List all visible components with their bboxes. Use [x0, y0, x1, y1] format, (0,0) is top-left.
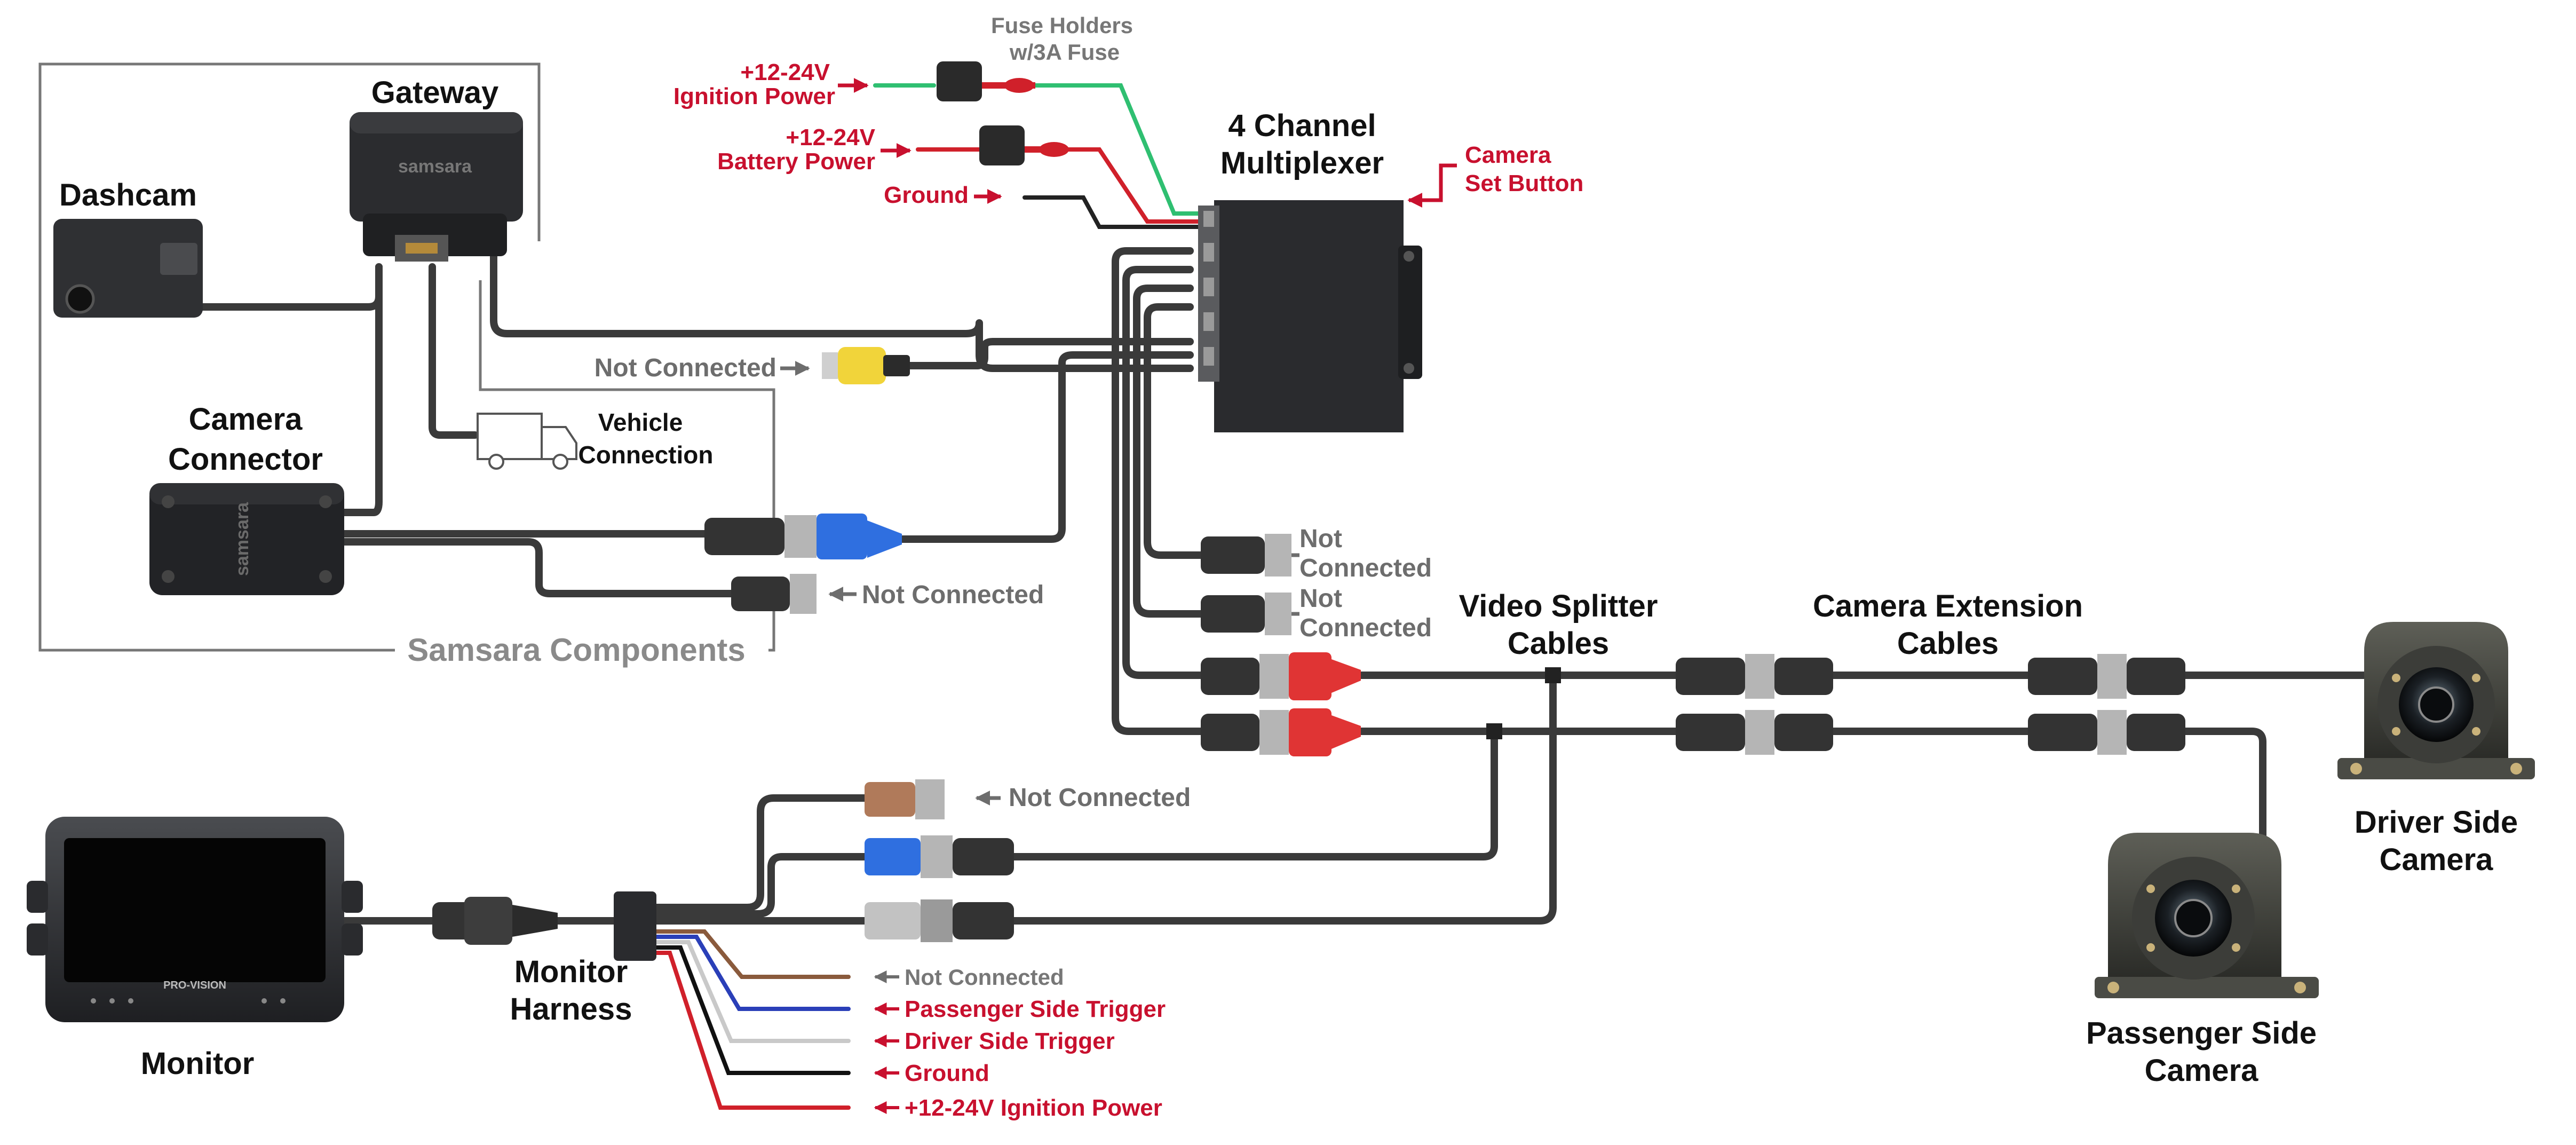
- harness-brown-connector: [865, 779, 945, 819]
- wire-ground-label: Ground: [905, 1060, 989, 1086]
- truck-icon: [477, 413, 577, 470]
- wire-not-connected-label: Not Connected: [905, 965, 1064, 990]
- monitor-harness-label-line1: Monitor: [514, 954, 628, 989]
- wire-passenger-trigger-label: Passenger Side Trigger: [905, 996, 1166, 1022]
- video-splitter-label-line2: Cables: [1508, 626, 1609, 661]
- vehicle-connection-label-line2: Connection: [578, 441, 714, 469]
- cables: [194, 247, 2368, 925]
- harness-blue-connector: [865, 835, 1014, 878]
- camera-connector-label-line2: Connector: [168, 442, 323, 477]
- monitor-harness: [614, 891, 656, 961]
- multiplexer-label-line2: Multiplexer: [1220, 146, 1384, 180]
- not-connected-mux2-line1: Not: [1299, 585, 1342, 613]
- not-connected-cc-label: Not Connected: [862, 581, 1044, 609]
- mux-red-connector-1: [1201, 652, 1361, 700]
- wire-driver-trigger-label: Driver Side Trigger: [905, 1028, 1115, 1054]
- not-connected-rca-label: Not Connected: [595, 354, 776, 382]
- fuse-holders-label-line1: Fuse Holders: [991, 13, 1133, 38]
- ignition-power-top-line2: Ignition Power: [673, 83, 835, 109]
- driver-camera-label-line1: Driver Side: [2355, 805, 2518, 840]
- power-wires: [873, 83, 1208, 229]
- passenger-camera-label-line1: Passenger Side: [2086, 1016, 2317, 1051]
- monitor-brand: PRO-VISION: [163, 980, 226, 991]
- driver-side-camera: [2337, 622, 2535, 779]
- not-connected-mux1-line1: Not: [1299, 525, 1342, 553]
- fuse-holder-top: [937, 61, 1035, 101]
- monitor-label: Monitor: [141, 1046, 255, 1081]
- extension-connectors: [1676, 654, 2185, 755]
- cc-not-connected-connector: [731, 574, 817, 614]
- not-connected-harness-label: Not Connected: [1009, 784, 1191, 812]
- battery-power-line2: Battery Power: [717, 148, 875, 175]
- not-connected-mux2-line2: Connected: [1299, 614, 1432, 642]
- dashcam-label: Dashcam: [59, 178, 197, 212]
- wire-ignition-label: +12-24V Ignition Power: [905, 1095, 1162, 1121]
- not-connected-mux1-line2: Connected: [1299, 554, 1432, 582]
- blue-aviation-connector: [704, 514, 902, 559]
- camera-extension-label-line1: Camera Extension: [1813, 589, 2083, 623]
- monitor-harness-label-line2: Harness: [510, 992, 632, 1026]
- monitor-device: [27, 817, 363, 1022]
- fuse-holder-bottom: [979, 125, 1069, 165]
- fuse-holders-label-line2: w/3A Fuse: [1009, 40, 1120, 65]
- passenger-camera-label-line2: Camera: [2145, 1053, 2259, 1088]
- monitor-cable-connector: [432, 897, 558, 945]
- ground-top-label: Ground: [884, 182, 969, 208]
- harness-wires: [649, 929, 851, 1110]
- splitter-junction-1: [1545, 667, 1561, 683]
- rca-yellow-connector: [822, 347, 910, 384]
- splitter-junction-2: [1486, 723, 1502, 739]
- harness-silver-connector: [865, 899, 1014, 942]
- vehicle-connection-label-line1: Vehicle: [598, 408, 683, 436]
- camera-set-button-arrow: [1407, 163, 1457, 208]
- mux-not-connected-2: [1201, 593, 1291, 635]
- camera-connector-device: [149, 483, 344, 595]
- camera-extension-label-line2: Cables: [1897, 626, 1999, 661]
- camera-connector-brand: samsara: [232, 502, 252, 576]
- mux-not-connected-1: [1201, 534, 1291, 577]
- camera-set-button-line2: Set Button: [1465, 170, 1583, 196]
- battery-power-line1: +12-24V: [786, 124, 875, 151]
- passenger-side-camera: [2095, 833, 2319, 998]
- gateway-brand: samsara: [398, 156, 472, 177]
- ignition-power-top-line1: +12-24V: [740, 59, 830, 85]
- camera-connector-label-line1: Camera: [189, 402, 303, 437]
- camera-set-button-line1: Camera: [1465, 142, 1551, 168]
- multiplexer-device: [1198, 200, 1422, 432]
- multiplexer-label-line1: 4 Channel: [1228, 108, 1376, 143]
- mux-red-connector-2: [1201, 708, 1361, 756]
- samsara-components-label: Samsara Components: [407, 632, 746, 668]
- dashcam-device: [53, 219, 203, 318]
- gateway-device: [350, 112, 523, 262]
- video-splitter-label-line1: Video Splitter: [1459, 589, 1658, 623]
- driver-camera-label-line2: Camera: [2380, 842, 2494, 877]
- gateway-label: Gateway: [371, 75, 499, 110]
